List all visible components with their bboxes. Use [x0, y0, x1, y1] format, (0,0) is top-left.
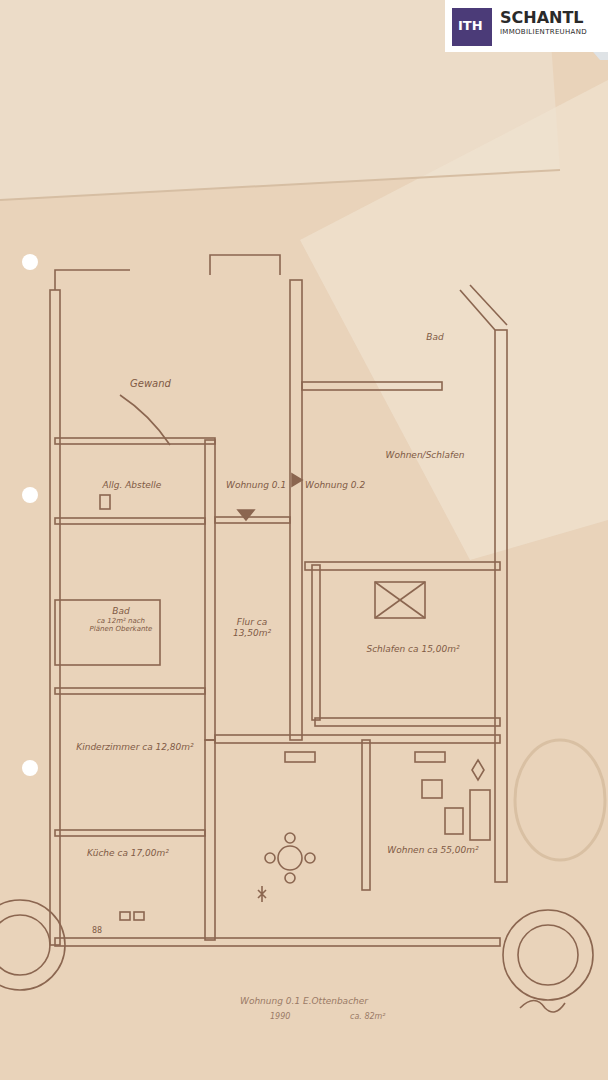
room-text-area: Bad: [400, 332, 470, 343]
chair-symbol: [285, 833, 295, 843]
sofa-symbol: [470, 790, 490, 840]
wall: [55, 688, 205, 694]
plan-note: Wohnung 0.2: [305, 480, 365, 491]
logo-mark: [452, 8, 492, 46]
wall: [55, 938, 500, 946]
room-text-area: Flur ca 13,50m²: [220, 617, 284, 639]
room: Küche ca 17,00m²: [62, 838, 204, 936]
wall: [205, 440, 215, 740]
wall: [495, 330, 507, 882]
room: Bad: [305, 290, 495, 380]
wall: [215, 735, 500, 743]
stove-symbol: [415, 752, 445, 762]
plan-note: 88: [92, 926, 102, 936]
room: Kinderzimmer ca 12,80m²: [62, 696, 204, 828]
chair-symbol: [422, 780, 442, 798]
logo-text: SCHANTL: [500, 8, 584, 27]
wall: [362, 740, 370, 890]
corner-tower: [0, 915, 50, 975]
room-name: Bad: [88, 606, 154, 617]
room-name: Flur ca 13,50m²: [220, 617, 284, 639]
bed-symbol: [375, 582, 425, 618]
punch-hole: [22, 760, 38, 776]
room-text-area: Küche ca 17,00m²: [66, 848, 190, 859]
wall: [312, 565, 320, 720]
plan-note: 1990: [270, 1012, 290, 1022]
corner-tower: [518, 925, 578, 985]
room: Flur ca 13,50m²: [216, 527, 288, 733]
room: Badca 12m² nach Plänen Oberkante: [62, 602, 158, 662]
punch-hole: [22, 487, 38, 503]
wall: [55, 600, 160, 665]
plan-note: Wohnung 0.1 E.Ottenbacher: [240, 996, 368, 1007]
room-name: Allg. Abstelle: [80, 480, 184, 491]
room-text-area: Wohnen ca 55,00m²: [378, 845, 488, 856]
room-name: Bad: [400, 332, 470, 343]
room: Schlafen ca 15,00m²: [320, 572, 495, 716]
logo-text: ITH: [458, 18, 483, 34]
bed-symbol: [375, 582, 425, 618]
outline: [55, 270, 130, 290]
shelf-symbol: [100, 495, 110, 509]
wall: [305, 562, 500, 570]
punch-hole: [22, 254, 38, 270]
plant-symbol: [472, 760, 484, 780]
chair-symbol: [305, 853, 315, 863]
sink-symbol: [134, 912, 144, 920]
chair-symbol: [265, 853, 275, 863]
diagonal-wall: [470, 285, 507, 325]
wall: [55, 518, 205, 524]
outline: [210, 255, 280, 275]
chair-symbol: [285, 873, 295, 883]
room-name: Schlafen ca 15,00m²: [348, 644, 478, 655]
room-note: ca 12m² nach Plänen Oberkante: [88, 617, 154, 634]
table-symbol: [278, 846, 302, 870]
wall: [55, 830, 205, 836]
signature: [520, 1001, 565, 1013]
wall: [205, 740, 215, 940]
wall: [215, 517, 290, 523]
plant-symbol: [258, 886, 266, 902]
room-text-area: Wohnen/Schlafen: [365, 450, 485, 461]
entry-arrow: [238, 510, 254, 520]
stove-symbol: [285, 752, 315, 762]
room-name: Wohnen/Schlafen: [365, 450, 485, 461]
room: Wohnen ca 55,00m²: [372, 745, 494, 935]
room-text-area: Schlafen ca 15,00m²: [348, 644, 478, 655]
logo-text: IMMOBILIENTREUHAND: [500, 28, 587, 36]
room-name: Küche ca 17,00m²: [66, 848, 190, 859]
entry-arrow: [292, 474, 302, 486]
room-text-area: Allg. Abstelle: [80, 480, 184, 491]
room: Allg. Abstelle: [62, 446, 204, 516]
room: Wohnen/Schlafen: [305, 392, 495, 560]
room-text-area: Badca 12m² nach Plänen Oberkante: [88, 606, 154, 634]
stain: [515, 740, 605, 860]
fold-line: [0, 170, 560, 200]
logo-box: [445, 0, 608, 52]
plan-note: ca. 82m²: [350, 1012, 386, 1022]
plan-note: Gewand: [130, 378, 171, 390]
corner-tower: [503, 910, 593, 1000]
room-name: Wohnen ca 55,00m²: [378, 845, 488, 856]
wall: [302, 382, 442, 390]
room-name: Kinderzimmer ca 12,80m²: [76, 742, 194, 753]
plan-note: Wohnung 0.1: [226, 480, 286, 491]
light-reflection: [300, 80, 608, 560]
wall: [290, 280, 302, 740]
bed-symbol: [375, 582, 425, 618]
table-symbol: [445, 808, 463, 834]
wall: [55, 438, 215, 444]
room-text-area: Kinderzimmer ca 12,80m²: [76, 742, 194, 753]
diagonal-wall: [460, 290, 495, 330]
sink-symbol: [120, 912, 130, 920]
wall: [315, 718, 500, 726]
